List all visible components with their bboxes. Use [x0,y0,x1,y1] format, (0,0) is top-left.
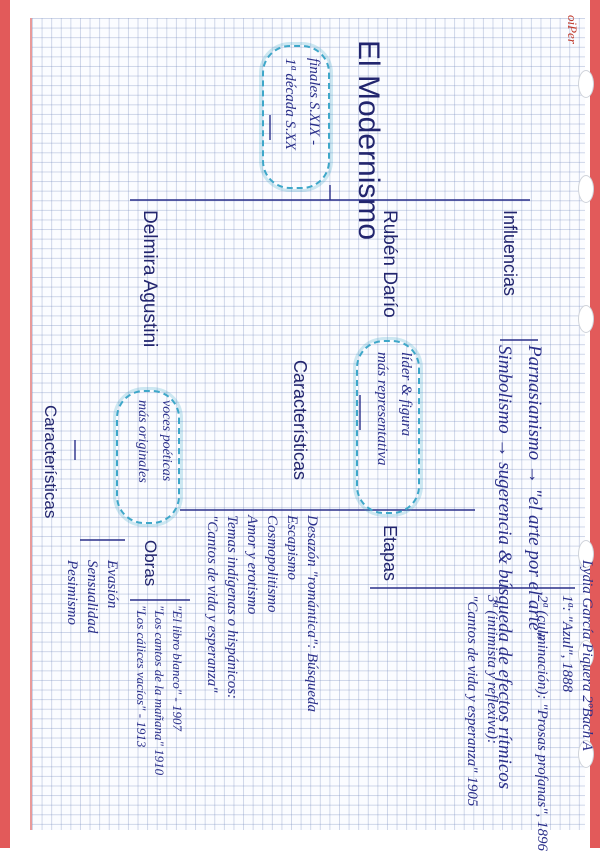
delmira-name: Delmira Agustini [139,210,160,348]
dario-char-6: "Cantos de vida y esperanza" [204,515,220,693]
delmira-cloud-line-2: más originales [135,400,150,483]
dario-cloud-line-1: líder & figura [398,352,414,437]
dario-stage-1: 1ª: "Azul", 1888 [559,595,575,693]
influences-label: Influencias [500,210,520,297]
delmira-work-3: "Los cálices vacíos" - 1913 [134,605,149,748]
binder-hole [578,640,594,668]
binder-hole [578,175,594,203]
dario-stage-3-work: "Cantos de vida y esperanza" 1905 [464,595,480,807]
dario-char-3: Cosmopolitismo [264,515,280,613]
brand-logo: oiPer [565,15,580,44]
delmira-cloud-line-1: voces poéticas [159,400,174,482]
left-red-margin [0,0,10,848]
binder-hole [578,540,594,568]
dario-char-5: Temas indígenas o hispánicos: [224,515,240,700]
delmira-char-1: Evasión [104,560,120,609]
dario-cloud-line-2: más representativa [374,352,390,466]
delmira-work-1: "El libro blanco" - 1907 [170,605,185,731]
binder-hole [578,740,594,768]
delmira-work-2: "Los cantos de la mañana" 1910 [152,605,167,776]
dario-characteristics-label: Características [290,360,310,481]
dario-stage-3: 3ª (intimista y reflexiva): [484,595,500,744]
binder-hole [578,305,594,333]
graph-paper-grid [30,18,585,830]
dario-name: Rubén Darío [379,210,400,318]
delmira-char-2: Sensualidad [84,560,100,634]
dario-char-2: Escapismo [284,515,300,580]
dario-stages-label: Etapas [380,525,400,582]
dario-char-4: Amor y erotismo [244,515,260,615]
dario-stage-2: 2ª (culminación): "Prosas profanas", 189… [534,595,550,851]
delmira-characteristics-label: Características [41,405,60,519]
author-line: Lydia García Piquera 2ºBach A [579,560,595,751]
delmira-works-label: Obras [141,540,160,587]
delmira-char-3: Pesimismo [64,560,80,625]
dates-line-1: finales S.XIX - [306,58,322,146]
dario-char-1: Desazón "romántica": Búsqueda [304,515,320,713]
dates-line-2: 1ª década S.XX [282,58,298,151]
right-red-margin [590,0,600,848]
binder-hole [578,70,594,98]
